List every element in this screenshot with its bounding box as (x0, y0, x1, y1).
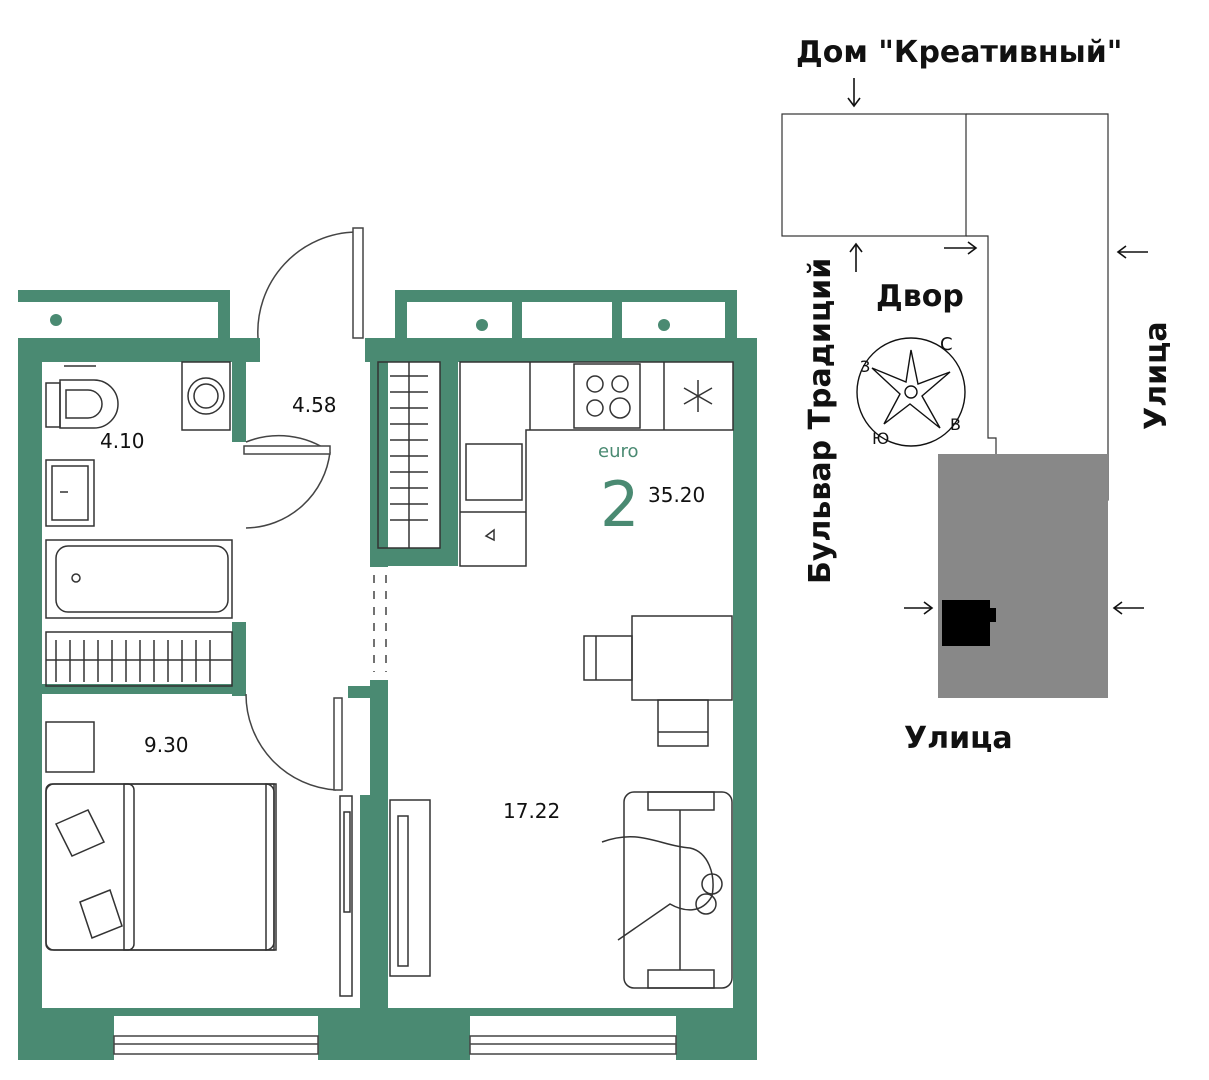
compass-north: С (940, 334, 953, 355)
compass-east: В (950, 415, 961, 434)
room-labels: 4.10 4.58 9.30 17.22 (100, 393, 560, 823)
sofa-icon (623, 791, 733, 989)
bedroom-area-label: 9.30 (144, 733, 189, 757)
furniture (45, 361, 734, 997)
living-room-area-label: 17.22 (503, 799, 560, 823)
dining-table-icon (583, 615, 733, 747)
bedroom-wardrobe-icon (339, 795, 353, 997)
toilet-icon (45, 365, 119, 429)
building-block (938, 454, 1108, 698)
wardrobe-icon (377, 361, 441, 549)
courtyard-label: Двор (876, 279, 964, 314)
entrance-marker (942, 600, 990, 646)
kitchen-counter-icon (459, 361, 734, 567)
euro-label: euro (598, 441, 639, 462)
site-plan: С В Ю З Дом "Креативный" Двор Улица Улиц… (781, 35, 1174, 756)
person-icon (601, 835, 723, 941)
washing-machine-icon (181, 361, 231, 431)
boulevard-label: Бульвар Традиций (803, 258, 838, 584)
compass-south: Ю (872, 429, 889, 448)
hallway-area-label: 4.58 (292, 393, 337, 417)
nightstand-icon (45, 721, 95, 773)
towel-dryer-icon (45, 631, 233, 687)
bathroom-area-label: 4.10 (100, 429, 145, 453)
sink-icon (45, 459, 95, 527)
arrows (847, 78, 1148, 615)
doors (243, 227, 387, 791)
rooms-count: 2 (600, 468, 639, 541)
neighbor-building-label: Дом "Креативный" (796, 35, 1122, 70)
compass-west: З (860, 357, 870, 376)
bed-icon (45, 783, 277, 951)
apartment-type: euro 2 35.20 (598, 441, 705, 541)
apartment-walls (18, 290, 757, 1060)
bathtub-icon (45, 539, 233, 619)
fridge-icon (683, 380, 713, 412)
balcony-markers (50, 314, 670, 331)
windows (113, 1035, 677, 1055)
street-bottom-label: Улица (904, 721, 1013, 756)
compass-icon (856, 337, 966, 447)
total-area-label: 35.20 (648, 483, 705, 507)
tv-stand-icon (389, 799, 431, 977)
street-right-label: Улица (1139, 321, 1174, 430)
